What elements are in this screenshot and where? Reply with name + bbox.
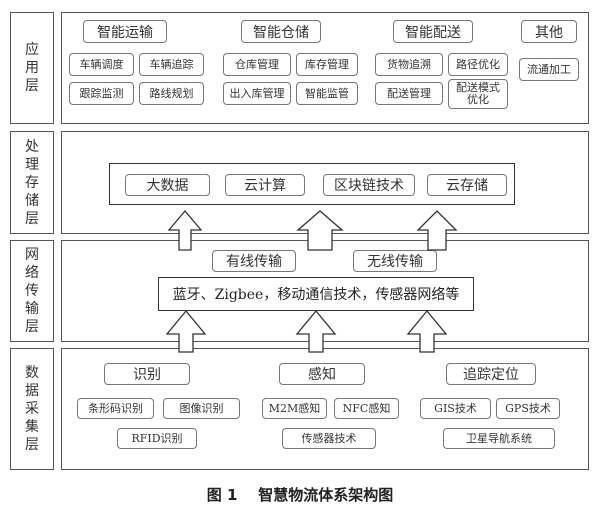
layer-label-collection: 数 据 采 集 层 bbox=[10, 348, 54, 470]
collect-item-image-recognition: 图像识别 bbox=[163, 398, 240, 419]
app-item-path-optimization: 路径优化 bbox=[448, 53, 508, 76]
collect-item-satellite-navigation: 卫星导航系统 bbox=[443, 428, 555, 449]
layer-label-char: 层 bbox=[25, 210, 39, 227]
group-title-smart-warehouse: 智能仓储 bbox=[241, 20, 321, 43]
app-item-vehicle-tracking: 车辆追踪 bbox=[139, 53, 204, 76]
up-arrow bbox=[165, 309, 207, 353]
process-item-blockchain: 区块链技术 bbox=[323, 174, 415, 196]
app-item-route-planning: 路线规划 bbox=[139, 82, 204, 105]
layer-label-char: 处 bbox=[25, 138, 39, 155]
collect-item-nfc-sensing: NFC感知 bbox=[334, 398, 399, 419]
layer-label-char: 传 bbox=[25, 283, 39, 299]
app-item-vehicle-dispatch: 车辆调度 bbox=[69, 53, 134, 76]
figure-caption: 图 1 智慧物流体系架构图 bbox=[206, 486, 394, 504]
layer-label-char: 输 bbox=[25, 301, 39, 317]
app-item-delivery-mode-optimization: 配送模式 优化 bbox=[448, 79, 508, 109]
layer-label-char: 理 bbox=[25, 156, 39, 173]
network-wireless-transmission: 无线传输 bbox=[353, 250, 437, 272]
layer-label-char: 据 bbox=[25, 383, 39, 399]
up-arrow bbox=[167, 209, 203, 251]
layer-label-char: 络 bbox=[25, 265, 39, 281]
collect-item-gps-technology: GPS技术 bbox=[496, 398, 560, 419]
up-arrow bbox=[295, 309, 337, 353]
process-item-cloud-storage: 云存储 bbox=[427, 174, 507, 196]
collect-item-gis-technology: GIS技术 bbox=[420, 398, 491, 419]
layer-label-network: 网 络 传 输 层 bbox=[10, 240, 54, 342]
collect-item-sensor-technology: 传感器技术 bbox=[282, 428, 376, 449]
group-title-other: 其他 bbox=[521, 20, 577, 43]
app-item-smart-supervision: 智能监管 bbox=[296, 82, 358, 105]
collect-item-rfid-recognition: RFID识别 bbox=[117, 428, 197, 449]
collect-title-identification: 识别 bbox=[104, 363, 190, 385]
collect-title-sensing: 感知 bbox=[279, 363, 365, 385]
group-title-smart-transport: 智能运输 bbox=[83, 20, 167, 43]
up-arrow bbox=[416, 210, 458, 251]
application-layer bbox=[61, 12, 589, 124]
up-arrow bbox=[296, 210, 344, 251]
app-item-delivery-management: 配送管理 bbox=[375, 82, 443, 105]
app-item-distribution-processing: 流通加工 bbox=[519, 58, 579, 81]
layer-label-char: 储 bbox=[25, 192, 39, 209]
app-item-tracking-monitoring: 跟踪监测 bbox=[69, 82, 134, 105]
app-item-inbound-outbound: 出入库管理 bbox=[223, 82, 291, 105]
layer-label-char: 层 bbox=[25, 319, 39, 335]
app-item-warehouse-management: 仓库管理 bbox=[223, 53, 291, 76]
up-arrow bbox=[406, 309, 448, 353]
data-collection-layer bbox=[61, 348, 589, 470]
layer-label-char: 数 bbox=[25, 365, 39, 381]
network-wired-transmission: 有线传输 bbox=[212, 250, 296, 272]
layer-label-char: 用 bbox=[25, 60, 39, 76]
process-item-cloud-computing: 云计算 bbox=[225, 174, 305, 196]
process-item-big-data: 大数据 bbox=[125, 174, 210, 196]
layer-label-application: 应 用 层 bbox=[10, 12, 54, 124]
layer-label-char: 采 bbox=[25, 401, 39, 417]
layer-label-char: 应 bbox=[25, 42, 39, 58]
collect-title-tracking-positioning: 追踪定位 bbox=[446, 363, 536, 385]
app-item-cargo-traceability: 货物追溯 bbox=[375, 53, 443, 76]
layer-label-processing: 处 理 存 储 层 bbox=[10, 131, 54, 234]
layer-label-char: 存 bbox=[25, 174, 39, 191]
collect-item-barcode-recognition: 条形码识别 bbox=[77, 398, 154, 419]
layer-label-char: 层 bbox=[25, 78, 39, 94]
collect-item-m2m-sensing: M2M感知 bbox=[262, 398, 327, 419]
app-item-inventory-management: 库存管理 bbox=[296, 53, 358, 76]
network-technologies: 蓝牙、Zigbee，移动通信技术，传感器网络等 bbox=[158, 277, 474, 311]
layer-label-char: 集 bbox=[25, 419, 39, 435]
layer-label-char: 网 bbox=[25, 247, 39, 263]
group-title-smart-delivery: 智能配送 bbox=[393, 20, 473, 43]
layer-label-char: 层 bbox=[25, 437, 39, 453]
